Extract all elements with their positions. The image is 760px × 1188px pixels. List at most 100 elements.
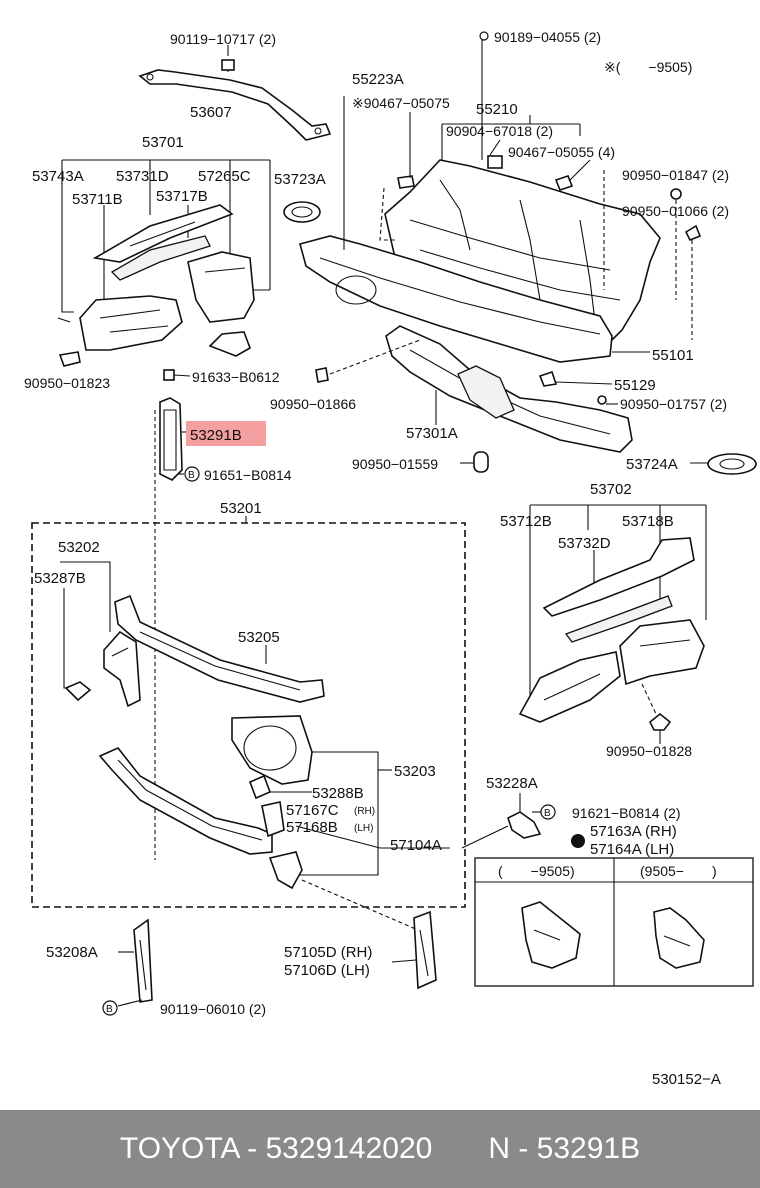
variant-table <box>474 857 754 987</box>
part-53607-brace <box>138 69 332 141</box>
label-53718b: 53718B <box>622 513 674 530</box>
part-53287b-clip <box>64 681 92 702</box>
label-90467-05055: 90467−05055 (4) <box>508 144 615 160</box>
label-53228a: 53228A <box>486 775 538 792</box>
clip-icon <box>670 188 682 200</box>
label-53712b: 53712B <box>500 513 552 530</box>
part-55101-panel <box>299 235 613 363</box>
label-53208a: 53208A <box>46 944 98 961</box>
part-53712b-apron <box>518 651 621 723</box>
part-53208a-stay <box>133 918 153 1003</box>
part-53228a-bracket <box>507 811 542 839</box>
label-57164a: 57164A (LH) <box>590 841 674 858</box>
bolt-marker-icon: B <box>540 804 556 820</box>
label-90950-01066: 90950−01066 (2) <box>622 203 729 219</box>
label-91621-b0814: 91621−B0814 (2) <box>572 805 681 821</box>
label-53717b: 53717B <box>156 188 208 205</box>
label-57167c-side: (RH) <box>354 806 375 817</box>
highlight-53291b <box>186 421 266 446</box>
footer-part-number: TOYOTA - 5329142020 <box>119 1132 433 1165</box>
bolt-marker-label: B <box>106 1004 113 1015</box>
clip-icon <box>315 367 329 383</box>
clip-icon <box>684 224 702 242</box>
part-variant-old <box>521 901 581 969</box>
part-57104a-bracket <box>268 851 303 890</box>
clip-icon <box>648 712 672 731</box>
label-90950-01823: 90950−01823 <box>24 375 110 391</box>
part-53288b <box>248 774 272 800</box>
group-box-53201 <box>31 522 466 908</box>
label-53701: 53701 <box>142 134 184 151</box>
label-90119-06010: 90119−06010 (2) <box>160 1001 266 1017</box>
label-53291b: 53291B <box>190 427 242 444</box>
label-53287b: 53287B <box>34 570 86 587</box>
part-57105d-stay <box>413 910 437 990</box>
label-53723a: 53723A <box>274 171 326 188</box>
label-90904-67018: 90904−67018 (2) <box>446 123 553 139</box>
bolt-marker-icon: B <box>184 466 200 482</box>
part-variant-new <box>653 907 705 969</box>
label-53201: 53201 <box>220 500 262 517</box>
label-53702: 53702 <box>590 481 632 498</box>
bolt-marker-icon: B <box>102 1000 118 1016</box>
part-53718b-bracket <box>619 619 705 686</box>
label-57168b: 57168B <box>286 819 338 836</box>
label-57167c: 57167C <box>286 802 339 819</box>
nut-icon <box>571 834 585 848</box>
label-90950-01847: 90950−01847 (2) <box>622 167 729 183</box>
part-53711b-apron <box>79 295 183 351</box>
parts-diagram: B B B 90119−10717 (2) 53607 53701 53743A… <box>24 29 757 1088</box>
bolt-marker-label: B <box>544 808 551 819</box>
clip-icon <box>487 155 503 169</box>
label-90950-01828: 90950−01828 <box>606 743 692 759</box>
part-55210-panel <box>384 159 661 359</box>
label-57105d: 57105D (RH) <box>284 944 372 961</box>
label-53205: 53205 <box>238 629 280 646</box>
label-57265c: 57265C <box>198 168 251 185</box>
part-53205-support <box>114 594 325 703</box>
label-55210: 55210 <box>476 101 518 118</box>
part-53723a-cap <box>283 201 321 223</box>
part-57167c-bracket <box>261 801 285 838</box>
label-57106d: 57106D (LH) <box>284 962 370 979</box>
footer-part-name: N - 53291B <box>488 1132 641 1165</box>
label-90950-01757: 90950−01757 (2) <box>620 396 727 412</box>
label-55223a: 55223A <box>352 71 404 88</box>
part-53291b-seal <box>159 397 183 481</box>
clip-icon <box>58 351 81 367</box>
part-53203-headlamp-support <box>231 715 313 785</box>
label-55101: 55101 <box>652 347 694 364</box>
label-53731d: 53731D <box>116 168 169 185</box>
part-bracket-lower <box>208 331 251 357</box>
label-57301a: 57301A <box>406 425 458 442</box>
label-90467-05075: ※90467−05075 <box>352 95 450 111</box>
label-90950-01559: 90950−01559 <box>352 456 438 472</box>
label-57163a: 57163A (RH) <box>590 823 677 840</box>
part-57301a-member <box>385 325 633 453</box>
label-90119-10717: 90119−10717 (2) <box>170 31 276 47</box>
clip-icon <box>597 395 607 405</box>
part-53732d-member <box>542 537 695 643</box>
label-note-9505: ※( −9505) <box>604 59 692 75</box>
footer-bar: TOYOTA - 5329142020 N - 53291B <box>0 1110 760 1188</box>
label-variant-after: (9505− ) <box>640 863 717 879</box>
label-91651-b0814: 91651−B0814 <box>204 467 292 483</box>
bolt-marker-label: B <box>188 470 195 481</box>
label-variant-before: ( −9505) <box>498 863 575 879</box>
part-53202-bracket <box>103 630 141 708</box>
label-91633-b0612: 91633−B0612 <box>192 369 280 385</box>
label-53203: 53203 <box>394 763 436 780</box>
label-53743a: 53743A <box>32 168 84 185</box>
part-57265c-bracket <box>187 251 255 323</box>
grommet-icon <box>473 451 489 473</box>
label-57168b-side: (LH) <box>354 823 373 834</box>
bolt-icon <box>479 31 489 41</box>
label-90950-01866: 90950−01866 <box>270 396 356 412</box>
label-57104a: 57104A <box>390 837 442 854</box>
part-53724a-cap <box>707 453 757 475</box>
part-53208-crossmember <box>98 747 273 855</box>
bolt-icon <box>163 369 175 381</box>
label-90189-04055: 90189−04055 (2) <box>494 29 601 45</box>
label-53711b: 53711B <box>72 191 123 208</box>
bolt-icon <box>221 59 235 71</box>
